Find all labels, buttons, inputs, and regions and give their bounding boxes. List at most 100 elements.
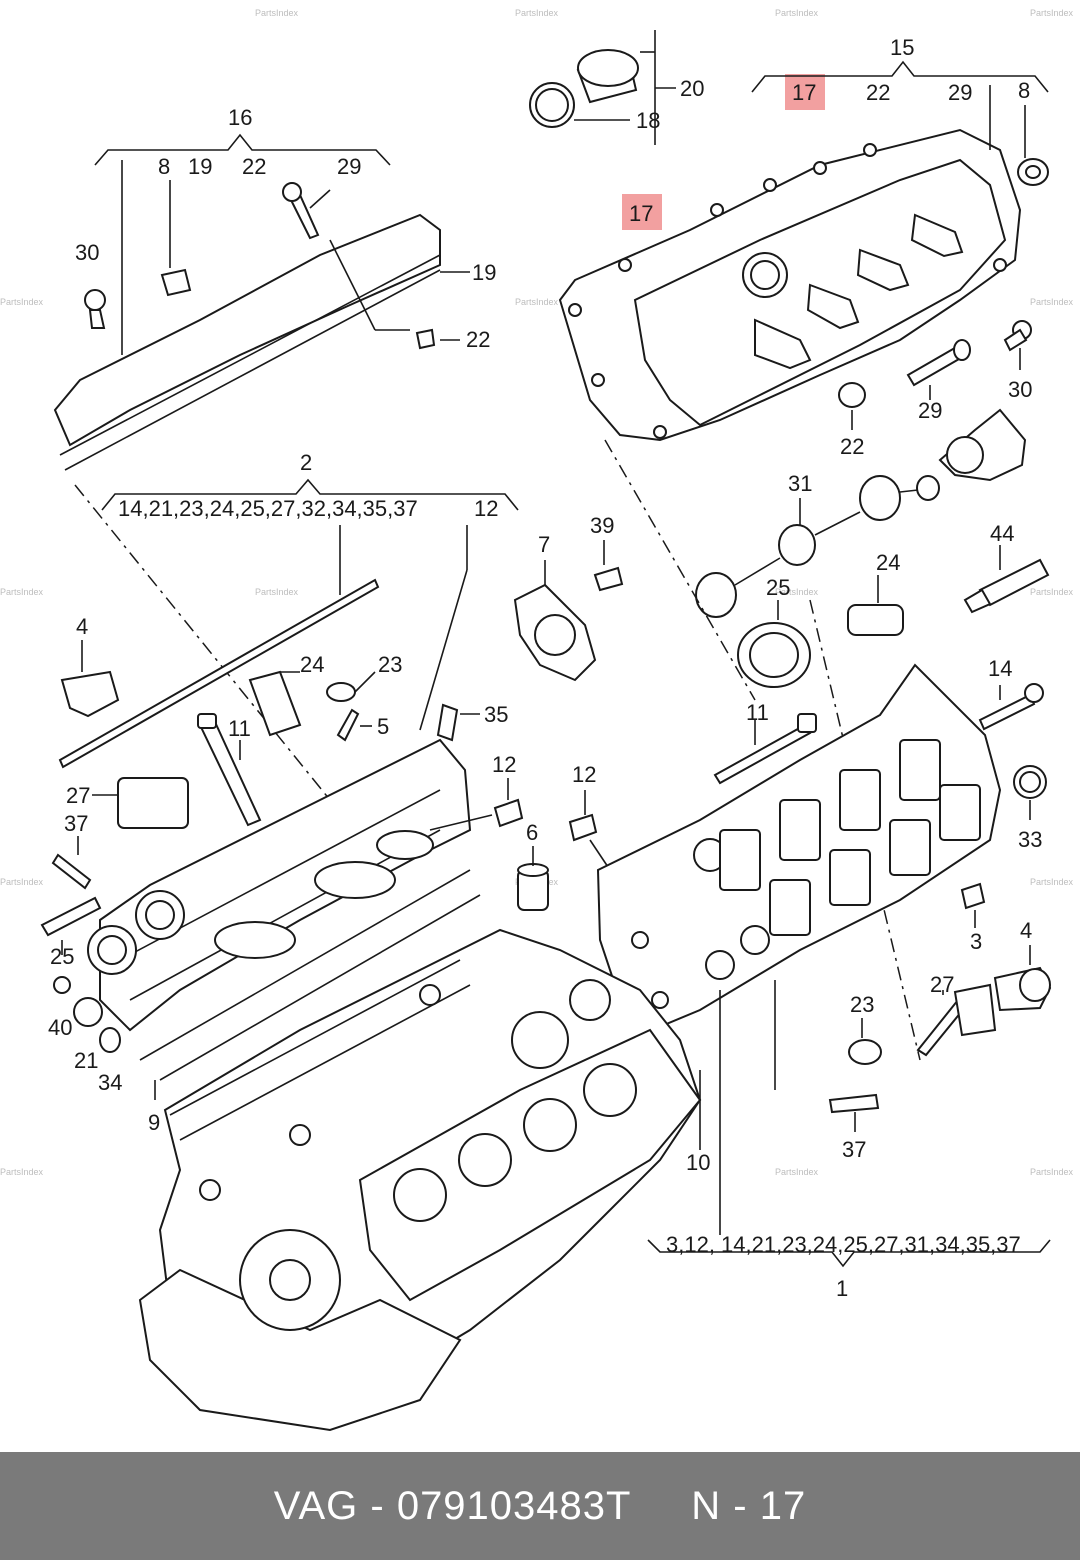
callout-label: 30 bbox=[1008, 377, 1032, 402]
callout-label: 14,21,23,24,25,27,32,34,35,37 bbox=[118, 496, 418, 521]
sleeve-6 bbox=[517, 846, 549, 911]
callout-label: 25 bbox=[50, 944, 74, 969]
highlight-box bbox=[622, 194, 662, 230]
callout-label: 5 bbox=[377, 714, 389, 739]
engine-block bbox=[138, 928, 721, 1432]
callout-label: 8 bbox=[1018, 78, 1030, 103]
callout-label: 16 bbox=[228, 105, 252, 130]
left-small-parts bbox=[40, 640, 189, 1053]
watermark: PartsIndex bbox=[775, 8, 819, 18]
callout-label: 12 bbox=[492, 752, 516, 777]
watermark: PartsIndex bbox=[255, 8, 299, 18]
watermark: PartsIndex bbox=[1030, 877, 1074, 887]
callout-label: 3,12, 14,21,23,24,25,27,31,34,35,37 bbox=[666, 1232, 1021, 1257]
callout-label: 15 bbox=[890, 35, 914, 60]
bracket-16 bbox=[94, 133, 391, 166]
gasket-31 bbox=[695, 408, 1027, 618]
callout-label: 17 bbox=[629, 201, 653, 226]
callout-label: 12 bbox=[474, 496, 498, 521]
watermark: PartsIndex bbox=[1030, 297, 1074, 307]
watermark: PartsIndex bbox=[515, 8, 559, 18]
head-gasket-strip bbox=[58, 578, 380, 769]
watermark: PartsIndex bbox=[0, 1167, 44, 1177]
watermark: PartsIndex bbox=[775, 1167, 819, 1177]
bracket-15 bbox=[751, 60, 1049, 93]
left-head-small-parts bbox=[197, 670, 480, 827]
callout-label: 23 bbox=[850, 992, 874, 1017]
callout-label: 39 bbox=[590, 513, 614, 538]
callout-label: 19 bbox=[472, 260, 496, 285]
callout-label: 11 bbox=[228, 716, 251, 741]
callout-labels: 20 18 15 17 22 29 8 16 8 19 22 29 30 19 … bbox=[48, 35, 1042, 1301]
callout-label: 22 bbox=[866, 80, 890, 105]
right-cylinder-head bbox=[596, 663, 1002, 1037]
callout-label: 24 bbox=[876, 550, 900, 575]
engine-parts-diagram: PartsIndex PartsIndex PartsIndex PartsIn… bbox=[0, 8, 1074, 1432]
callout-label: 37 bbox=[842, 1137, 866, 1162]
callout-label: 10 bbox=[686, 1150, 710, 1175]
callout-label: 22 bbox=[466, 327, 490, 352]
long-bolt-11 bbox=[713, 713, 817, 785]
callout-label: 14 bbox=[988, 656, 1012, 681]
callout-label: 29 bbox=[948, 80, 972, 105]
watermark: PartsIndex bbox=[1030, 1167, 1074, 1177]
right-valve-cover bbox=[558, 128, 1022, 442]
callout-label: 29 bbox=[337, 154, 361, 179]
watermark: PartsIndex bbox=[0, 587, 44, 597]
callout-label: 37 bbox=[64, 811, 88, 836]
callout-label: 17 bbox=[792, 80, 816, 105]
footer-bar: VAG - 079103483T N - 17 bbox=[0, 1452, 1080, 1560]
callout-label: 34 bbox=[98, 1070, 122, 1095]
sleeve-and-screen bbox=[737, 575, 904, 688]
callout-label: 9 bbox=[148, 1110, 160, 1135]
callout-label: 44 bbox=[990, 521, 1014, 546]
callout-label: 12 bbox=[572, 762, 596, 787]
seal-8 bbox=[1017, 105, 1049, 186]
callout-label: 27 bbox=[66, 783, 90, 808]
highlight-box bbox=[785, 74, 825, 110]
callout-label: 24 bbox=[300, 652, 324, 677]
callout-label: 35 bbox=[484, 702, 508, 727]
cover-plate-7 bbox=[513, 540, 624, 682]
callout-label: 11 bbox=[746, 700, 769, 725]
watermark: PartsIndex bbox=[1030, 587, 1074, 597]
watermark: PartsIndex bbox=[0, 297, 44, 307]
callout-label: 30 bbox=[75, 240, 99, 265]
callout-label: 18 bbox=[636, 108, 660, 133]
callout-label: 29 bbox=[918, 398, 942, 423]
callout-label: 31 bbox=[788, 471, 812, 496]
callout-label: 8 bbox=[158, 154, 170, 179]
sealant-tube-44 bbox=[963, 545, 1050, 614]
watermark: PartsIndex bbox=[255, 587, 299, 597]
left-valve-cover bbox=[53, 160, 470, 471]
oil-filler-cap bbox=[529, 30, 676, 145]
bracket-2 bbox=[101, 478, 519, 731]
callout-label: 2 bbox=[300, 450, 312, 475]
right-cover-bolts bbox=[838, 320, 1032, 430]
left-cylinder-head bbox=[87, 738, 481, 1081]
callout-label: 1 bbox=[836, 1276, 848, 1301]
watermark: PartsIndex bbox=[515, 297, 559, 307]
callout-label: 21 bbox=[74, 1048, 98, 1073]
callout-label: 22 bbox=[840, 434, 864, 459]
callout-label: 40 bbox=[48, 1015, 72, 1040]
bracket-1 bbox=[647, 1239, 1051, 1268]
callout-label: 33 bbox=[1018, 827, 1042, 852]
watermark: PartsIndex bbox=[775, 587, 819, 597]
callout-label: 22 bbox=[242, 154, 266, 179]
callout-label: 25 bbox=[766, 575, 790, 600]
callout-label: 7 bbox=[538, 532, 550, 557]
callout-label: 4 bbox=[76, 614, 88, 639]
clips-12 bbox=[429, 778, 611, 871]
callout-label: 4 bbox=[1020, 918, 1032, 943]
right-side-small-parts bbox=[774, 683, 1052, 1132]
callout-label: 27 bbox=[930, 972, 954, 997]
part-number-caption: VAG - 079103483T N - 17 bbox=[273, 1483, 807, 1528]
watermark: PartsIndex bbox=[1030, 8, 1074, 18]
watermark: PartsIndex bbox=[0, 877, 44, 887]
callout-label: 23 bbox=[378, 652, 402, 677]
callout-label: 6 bbox=[526, 820, 538, 845]
callout-label: 20 bbox=[680, 76, 704, 101]
callout-label: 19 bbox=[188, 154, 212, 179]
callout-label: 3 bbox=[970, 929, 982, 954]
